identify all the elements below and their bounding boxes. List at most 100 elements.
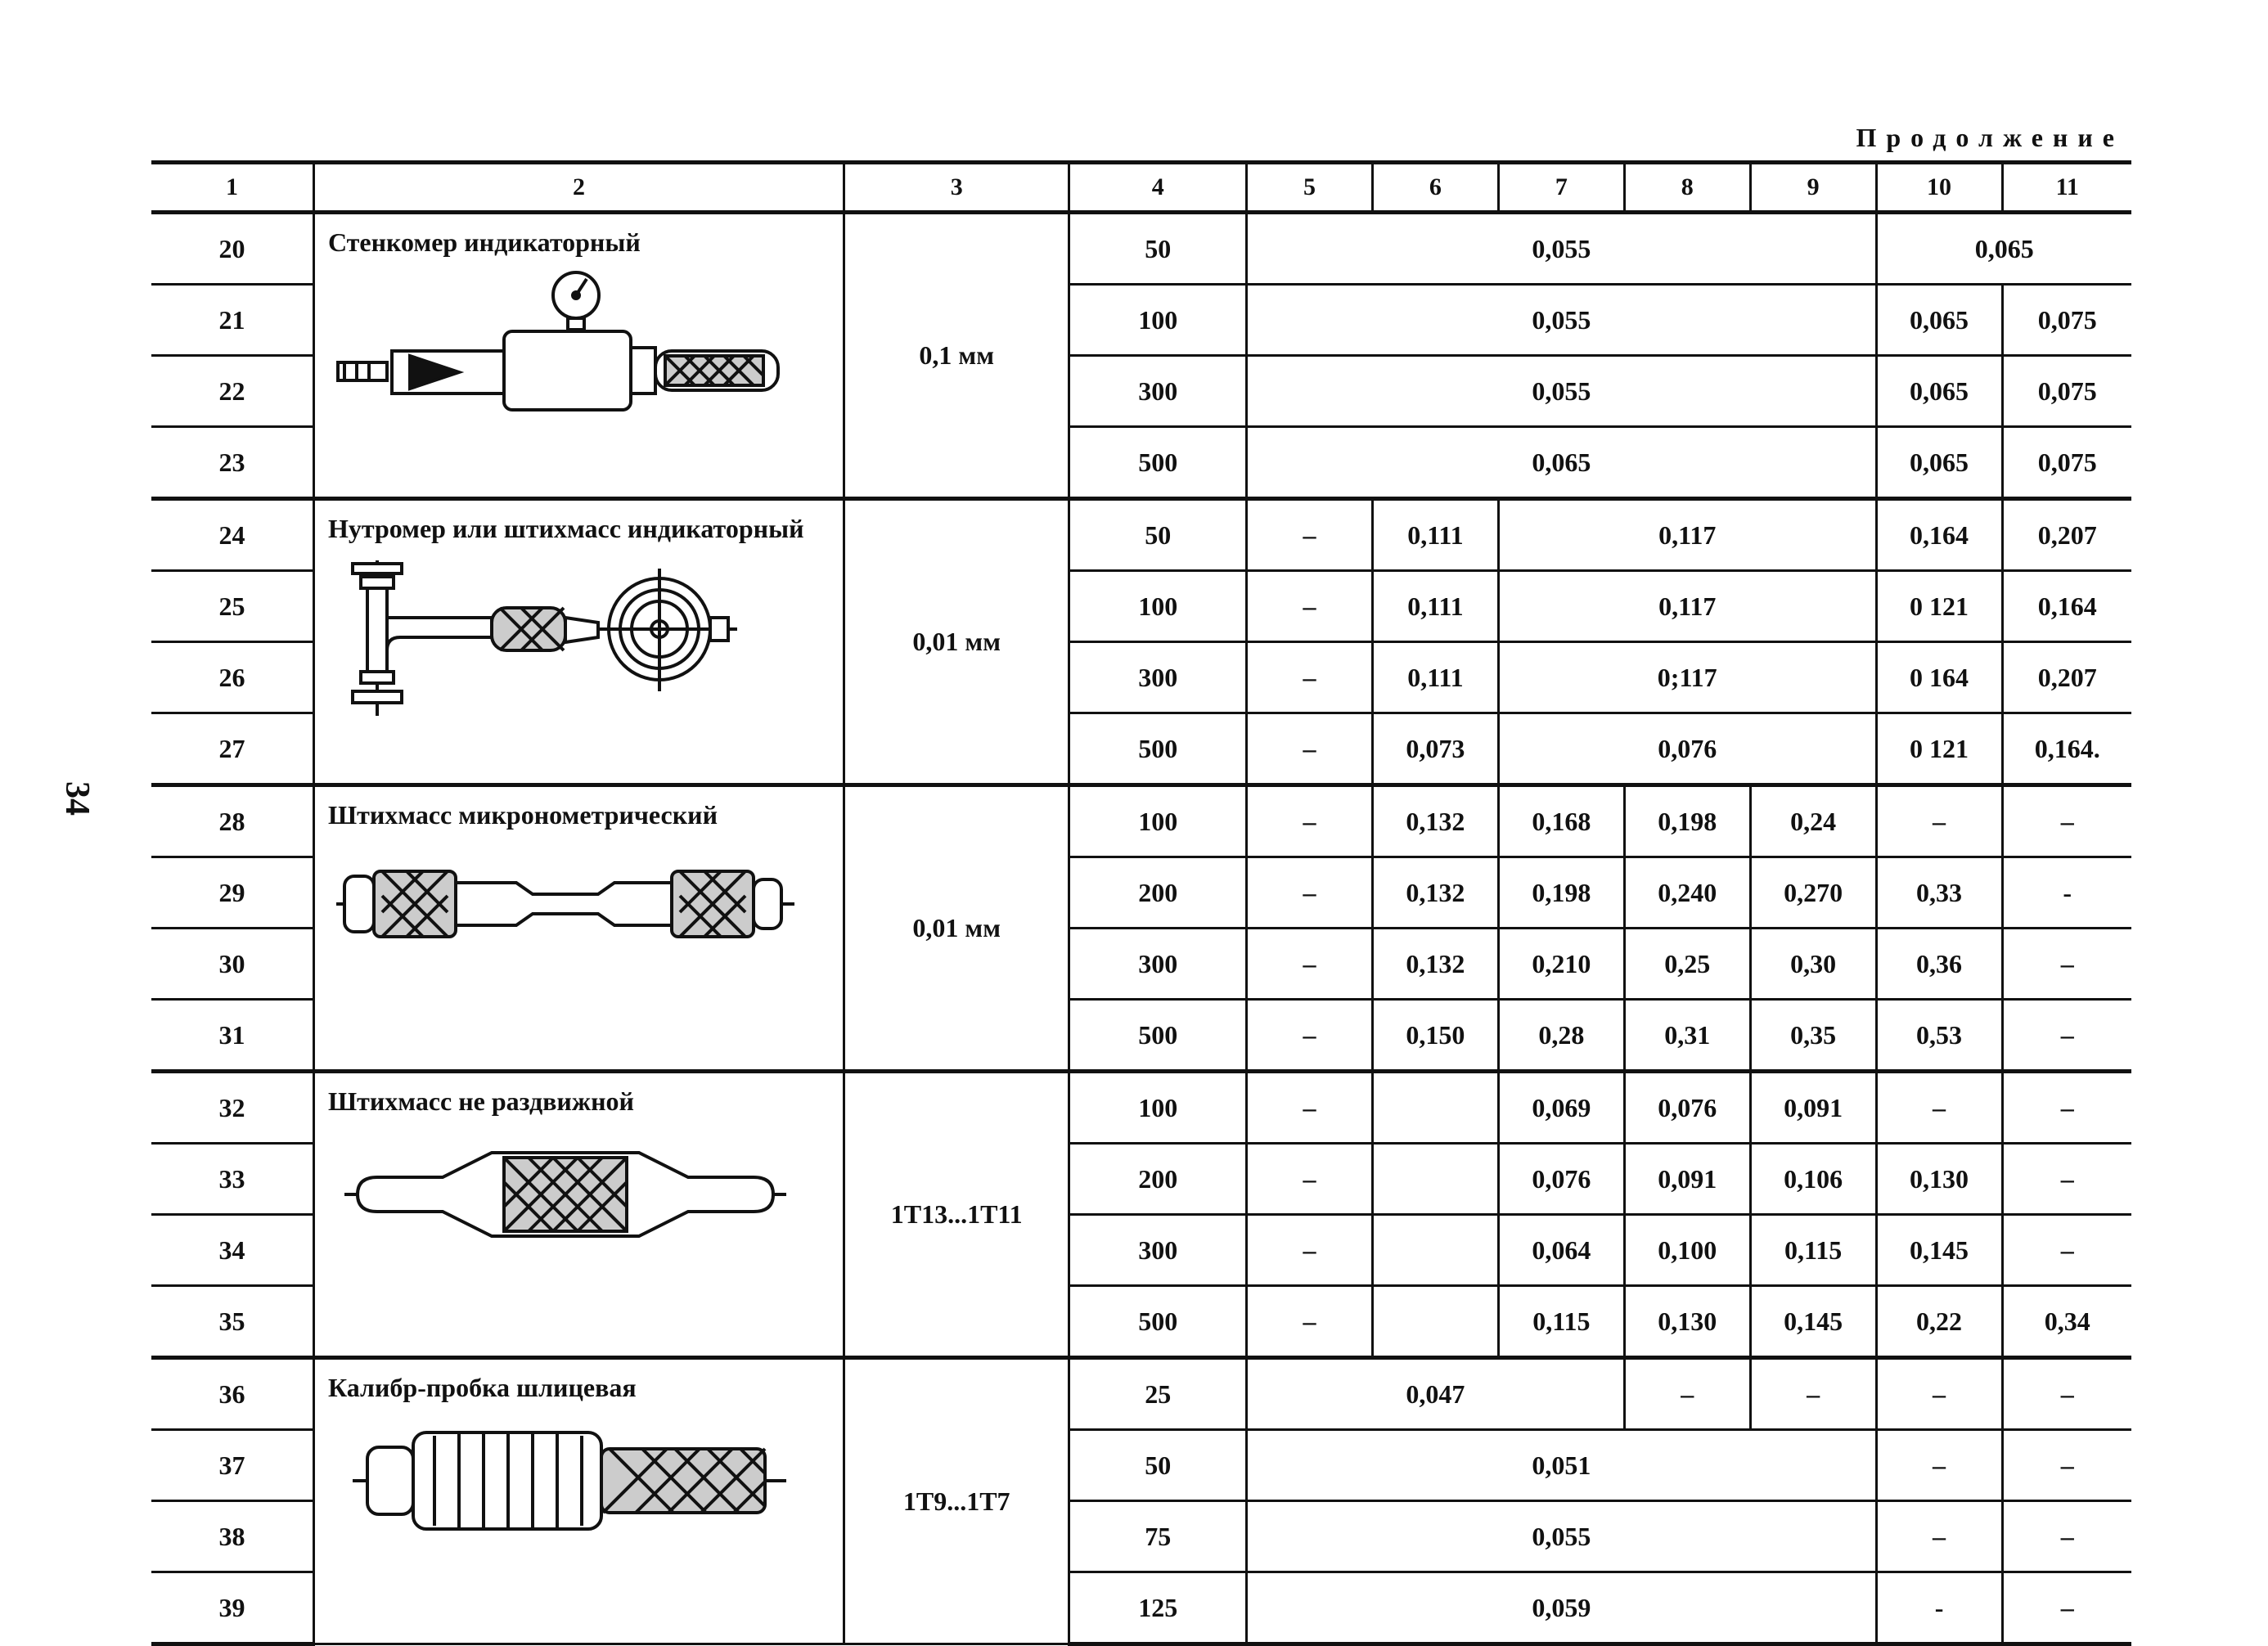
- value-cell: 0,115: [1748, 1213, 1878, 1287]
- table-row: 33 200 – 0,076 0,091 0,106 0,130 –: [151, 1142, 2131, 1216]
- row-number: 22: [151, 354, 315, 428]
- value-cell: [1370, 1213, 1500, 1287]
- value-cell: 0,117: [1496, 569, 1878, 643]
- value-cell: 0,111: [1370, 497, 1500, 572]
- row-number: 28: [151, 783, 315, 858]
- size-cell: 200: [1068, 1142, 1249, 1216]
- table-row: 24 Нутромер или штихмасс индикаторный: [151, 497, 2131, 786]
- table-row: 27 500 – 0,073 0,076 0 121 0,164.: [151, 712, 2131, 786]
- header-cell: 8: [1622, 161, 1752, 214]
- tool-name: Нутромер или штихмасс индикаторный: [327, 514, 804, 543]
- size-cell: 200: [1068, 856, 1249, 929]
- value-cell: –: [1245, 1142, 1374, 1216]
- value-cell: 0,132: [1370, 783, 1500, 858]
- row-number: 21: [151, 283, 315, 357]
- accuracy-class-cell: 1Т9...1Т7: [842, 1356, 1071, 1645]
- value-cell: 0,207: [2000, 641, 2131, 714]
- row-number: 34: [151, 1213, 315, 1287]
- continuation-caption: Продолжение: [1856, 123, 2124, 152]
- value-cell: 0,35: [1748, 998, 1878, 1073]
- value-cell: 0,075: [2000, 354, 2131, 428]
- value-cell: 0,25: [1622, 927, 1752, 1001]
- value-cell: –: [2000, 783, 2131, 858]
- row-number: 30: [151, 927, 315, 1001]
- value-cell: 0,34: [2000, 1284, 2131, 1359]
- size-cell: 300: [1068, 641, 1249, 714]
- value-cell: 0,051: [1245, 1428, 1878, 1502]
- value-cell: –: [1245, 927, 1374, 1001]
- header-cell: 4: [1068, 161, 1249, 214]
- tool-cell: Калибр-пробка шлицевая: [312, 1356, 845, 1645]
- value-cell: 0,111: [1370, 641, 1500, 714]
- value-cell: 0,091: [1748, 1069, 1878, 1145]
- row-number: 35: [151, 1284, 315, 1359]
- row-number: 36: [151, 1356, 315, 1431]
- row-number: 24: [151, 497, 315, 572]
- accuracy-class-cell: 1Т13...1Т11: [842, 1069, 1071, 1359]
- header-cell: 10: [1874, 161, 2004, 214]
- value-cell: 0,075: [2000, 425, 2131, 500]
- value-cell: 0,076: [1496, 1142, 1626, 1216]
- page-number: 34: [58, 781, 96, 816]
- value-cell: 0,115: [1496, 1284, 1626, 1359]
- value-cell: –: [1874, 783, 2004, 858]
- table-row: 20 Стенкомер индикаторный: [151, 210, 2131, 500]
- table-row: 35 500 – 0,115 0,130 0,145 0,22 0,34: [151, 1284, 2131, 1359]
- value-cell: 0;117: [1496, 641, 1878, 714]
- value-cell: 0,065: [1874, 354, 2004, 428]
- size-cell: 300: [1068, 1213, 1249, 1287]
- table-row: 37 50 0,051 – –: [151, 1428, 2131, 1502]
- size-cell: 125: [1068, 1571, 1249, 1646]
- value-cell: [1370, 1284, 1500, 1359]
- value-cell: 0,36: [1874, 927, 2004, 1001]
- value-cell: 0,30: [1748, 927, 1878, 1001]
- value-cell: -: [1874, 1571, 2004, 1646]
- table-row: 25 100 – 0,111 0,117 0 121 0,164: [151, 569, 2131, 643]
- header-cell: 5: [1245, 161, 1374, 214]
- size-cell: 300: [1068, 927, 1249, 1001]
- header-row: 1 2 3 4 5 6 7 8 9 10 11: [151, 161, 2131, 214]
- header-cell: 6: [1370, 161, 1500, 214]
- value-cell: –: [1245, 1284, 1374, 1359]
- value-cell: 0,055: [1245, 354, 1878, 428]
- value-cell: 0,076: [1496, 712, 1878, 786]
- value-cell: 0,091: [1622, 1142, 1752, 1216]
- size-cell: 300: [1068, 354, 1249, 428]
- value-cell: 0,210: [1496, 927, 1626, 1001]
- value-cell: [1370, 1069, 1500, 1145]
- value-cell: 0,059: [1245, 1571, 1878, 1646]
- tool-name: Штихмасс не раздвижной: [327, 1086, 634, 1116]
- size-cell: 500: [1068, 1284, 1249, 1359]
- value-cell: 0,065: [1874, 210, 2131, 286]
- tolerance-table: 1 2 3 4 5 6 7 8 9 10 11 20 Стенкомер инд…: [151, 160, 2131, 1646]
- value-cell: –: [1245, 856, 1374, 929]
- row-number: 26: [151, 641, 315, 714]
- size-cell: 50: [1068, 1428, 1249, 1502]
- row-number: 33: [151, 1142, 315, 1216]
- value-cell: –: [1245, 569, 1374, 643]
- value-cell: 0,111: [1370, 569, 1500, 643]
- value-cell: –: [1245, 641, 1374, 714]
- value-cell: 0,064: [1496, 1213, 1626, 1287]
- value-cell: –: [1245, 497, 1374, 572]
- value-cell: 0,132: [1370, 927, 1500, 1001]
- value-cell: –: [1622, 1356, 1752, 1431]
- table-row: 28 Штихмасс микронометрический: [151, 783, 2131, 1073]
- size-cell: 50: [1068, 497, 1249, 572]
- value-cell: 0,069: [1496, 1069, 1626, 1145]
- value-cell: 0,270: [1748, 856, 1878, 929]
- scale-division-cell: 0,1 мм: [842, 210, 1071, 500]
- size-cell: 25: [1068, 1356, 1249, 1431]
- row-number: 23: [151, 425, 315, 500]
- header-cell: 3: [842, 161, 1071, 214]
- micrometer-gauge-drawing: [335, 870, 794, 938]
- scale-division-cell: 0,01 мм: [842, 497, 1071, 786]
- table-row: 22 300 0,055 0,065 0,075: [151, 354, 2131, 428]
- size-cell: 75: [1068, 1500, 1249, 1573]
- row-number: 37: [151, 1428, 315, 1502]
- value-cell: 0,117: [1496, 497, 1878, 572]
- value-cell: 0,100: [1622, 1213, 1752, 1287]
- value-cell: 0,150: [1370, 998, 1500, 1073]
- tool-cell: Штихмасс не раздвижной: [312, 1069, 845, 1359]
- size-cell: 100: [1068, 569, 1249, 643]
